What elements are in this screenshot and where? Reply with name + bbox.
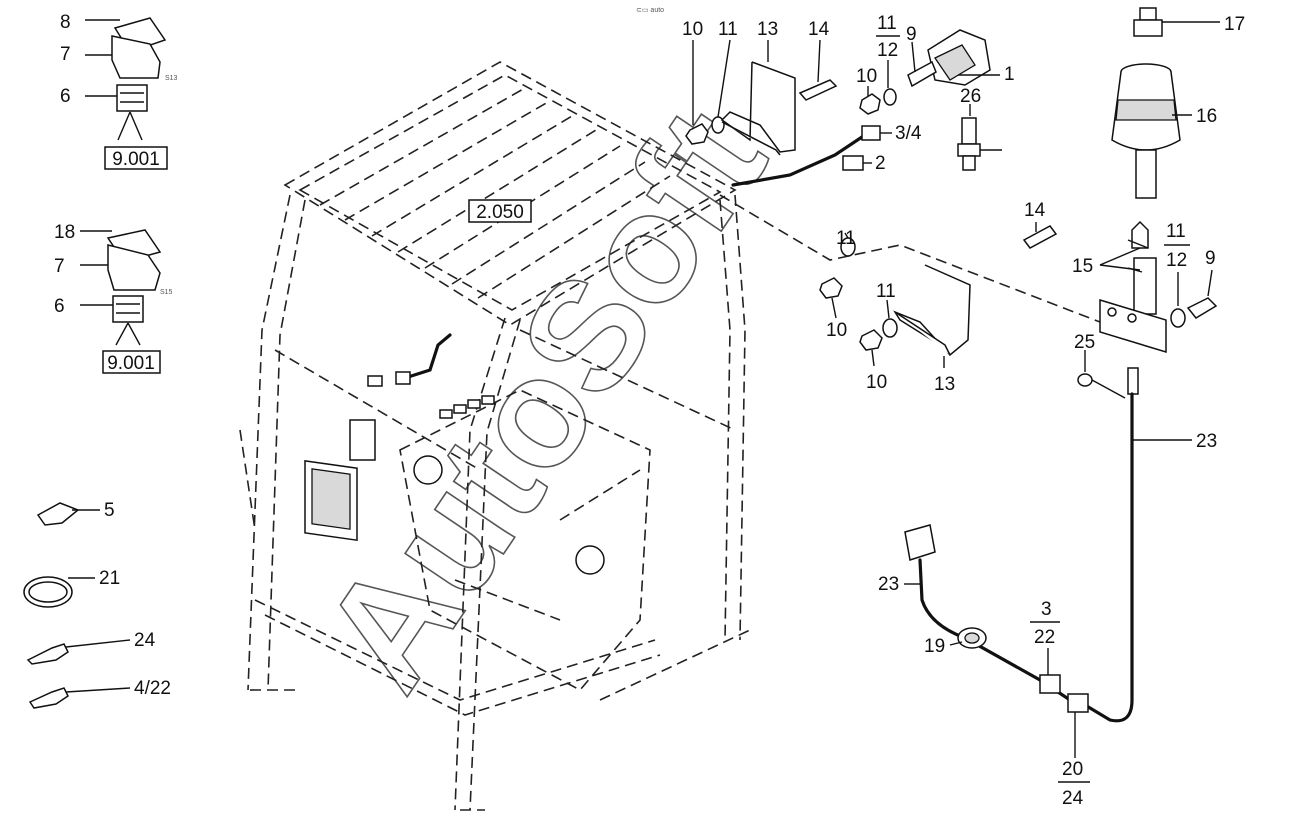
ref-box-2050 <box>468 199 532 223</box>
watermark-text: AutoSoft <box>289 79 798 718</box>
frame-connector-b <box>395 371 411 385</box>
micro-label-top: ⊂▭ auto <box>636 7 664 14</box>
callout-11c: 11 <box>876 281 896 302</box>
switch-group-top: 9.001 8 7 6 S13 <box>60 12 178 170</box>
callout-11a: 11 <box>718 19 738 40</box>
console-port-2 <box>575 545 605 575</box>
ref-box-9001-b <box>102 350 161 374</box>
sensor-cable: 25 23 <box>1074 332 1217 723</box>
callout-3-22-bot: 22 <box>1034 627 1055 648</box>
beacon-assembly: 17 16 <box>1111 7 1245 199</box>
callout-25: 25 <box>1074 332 1095 353</box>
callout-9b: 9 <box>1205 248 1216 269</box>
callout-10c: 10 <box>826 320 847 341</box>
ref-box-9001-b-label: 9.001 <box>107 353 155 374</box>
callout-5: 5 <box>104 500 115 521</box>
callout-21: 21 <box>99 568 120 589</box>
callout-15: 15 <box>1072 256 1093 277</box>
ref-box-9001-a <box>104 146 168 170</box>
micro-label-s13: S13 <box>165 75 178 82</box>
callout-17: 17 <box>1224 14 1245 35</box>
callout-4-22: 4/22 <box>134 678 171 699</box>
callout-23b: 23 <box>878 574 899 595</box>
callout-24: 24 <box>134 630 156 651</box>
callout-20-24-top: 20 <box>1062 759 1083 780</box>
callout-6a: 6 <box>60 86 71 107</box>
callout-11-12a-top: 11 <box>877 13 897 34</box>
callout-13b: 13 <box>934 374 955 395</box>
lower-harness: 23 19 3 22 20 24 <box>878 524 1090 809</box>
callout-6b: 6 <box>54 296 65 317</box>
fan-heater-unit <box>304 419 376 542</box>
callout-9a: 9 <box>906 24 917 45</box>
callout-3-4: 3/4 <box>895 123 922 144</box>
callout-20-24-bot: 24 <box>1062 788 1084 809</box>
frame-wire <box>403 333 452 380</box>
callout-7b: 7 <box>54 256 65 277</box>
lamp-assembly: 1 9 11 12 10 <box>856 13 1015 115</box>
left-small-parts: 5 21 24 4/22 <box>23 500 171 709</box>
callout-3-22-top: 3 <box>1041 599 1052 620</box>
watermark: AutoSoft <box>288 79 799 720</box>
callout-10a: 10 <box>682 19 703 40</box>
callout-11-12b-top: 11 <box>1166 221 1186 242</box>
callout-10b: 10 <box>856 66 877 87</box>
beacon-mount-plate: 15 11 12 9 <box>1072 220 1218 354</box>
callout-19: 19 <box>924 636 945 657</box>
console-port-1 <box>413 455 443 485</box>
callout-11-12b-bot: 12 <box>1166 250 1187 271</box>
cab-frame <box>239 61 751 811</box>
micro-label-s15: S15 <box>160 289 173 296</box>
callout-13a: 13 <box>757 19 778 40</box>
ref-box-9001-a-label: 9.001 <box>112 149 160 170</box>
callout-11-12a-bot: 12 <box>877 40 898 61</box>
lamp-harness: 3/4 2 <box>731 123 922 187</box>
ref-box-2050-label: 2.050 <box>476 202 524 223</box>
callout-18: 18 <box>54 222 75 243</box>
frame-connector-a <box>367 375 383 387</box>
callout-2: 2 <box>875 153 886 174</box>
callout-8: 8 <box>60 12 71 33</box>
console-switch-row <box>439 395 495 419</box>
callout-26: 26 <box>960 86 981 107</box>
callout-1: 1 <box>1004 64 1015 85</box>
sensor-26: 26 <box>957 86 1002 171</box>
callout-23a: 23 <box>1196 431 1217 452</box>
bracket-group-middle: 14 11 10 11 10 13 <box>719 194 1101 395</box>
callout-16: 16 <box>1196 106 1217 127</box>
callout-10d: 10 <box>866 372 887 393</box>
callout-11b: 11 <box>836 228 856 249</box>
switch-group-middle: 9.001 18 7 6 S15 <box>54 222 173 374</box>
callout-14b: 14 <box>1024 200 1046 221</box>
bracket-group-top: 10 11 13 14 <box>682 19 838 156</box>
callout-14a: 14 <box>808 19 830 40</box>
callout-7a: 7 <box>60 44 71 65</box>
